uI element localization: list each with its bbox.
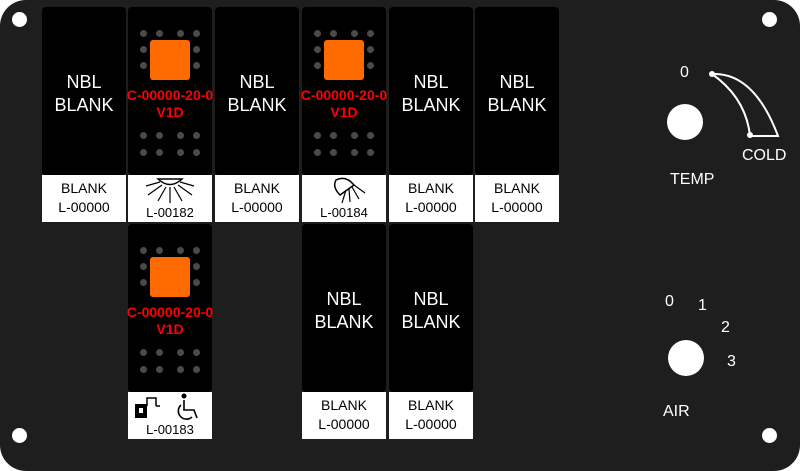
mount-hole-bottom-left [12, 428, 27, 443]
air-setting-3: 3 [727, 353, 736, 370]
air-setting-0: 0 [665, 293, 674, 310]
switch-4-part-code: C-00000-20-0V1D [300, 87, 388, 120]
switch-7-label: L-00183 [128, 392, 212, 439]
switch-7-part-code: C-00000-20-0V1D [126, 304, 214, 337]
mount-hole-bottom-right [762, 428, 777, 443]
switch-4-indicator-lamp [324, 40, 364, 80]
switch-2-part-code: C-00000-20-0V1D [126, 87, 214, 120]
temp-label: TEMP [670, 171, 715, 188]
switch-4-label-number: L-00184 [320, 205, 368, 220]
temp-cold-label: COLD [742, 147, 787, 164]
air-setting-1: 1 [698, 297, 707, 314]
air-label: AIR [663, 403, 690, 420]
switch-7-lighted[interactable]: C-00000-20-0V1D [127, 224, 213, 392]
temp-knob[interactable] [667, 104, 703, 140]
shower-light-icon [333, 177, 366, 204]
mount-hole-top-left [12, 12, 27, 27]
mount-hole-top-right [762, 12, 777, 27]
switch-2-label-number: L-00182 [146, 205, 194, 220]
switch-7-indicator-lamp [150, 257, 190, 297]
air-setting-2: 2 [721, 319, 730, 336]
air-knob[interactable] [668, 340, 704, 376]
switch-4-lighted[interactable]: C-00000-20-0V1D [301, 7, 387, 175]
switch-2-indicator-lamp [150, 40, 190, 80]
switch-2-lighted[interactable]: C-00000-20-0V1D [127, 7, 213, 175]
temp-zero-label: 0 [680, 64, 689, 81]
switch-2-label: L-00182 [128, 175, 212, 222]
switch-4-label: L-00184 [302, 175, 386, 222]
switch-7-label-number: L-00183 [146, 422, 194, 437]
dome-light-icon [145, 178, 195, 203]
door-lock-icon [135, 397, 160, 418]
wheelchair-icon [177, 393, 198, 420]
temp-scale-graphic [709, 71, 780, 138]
